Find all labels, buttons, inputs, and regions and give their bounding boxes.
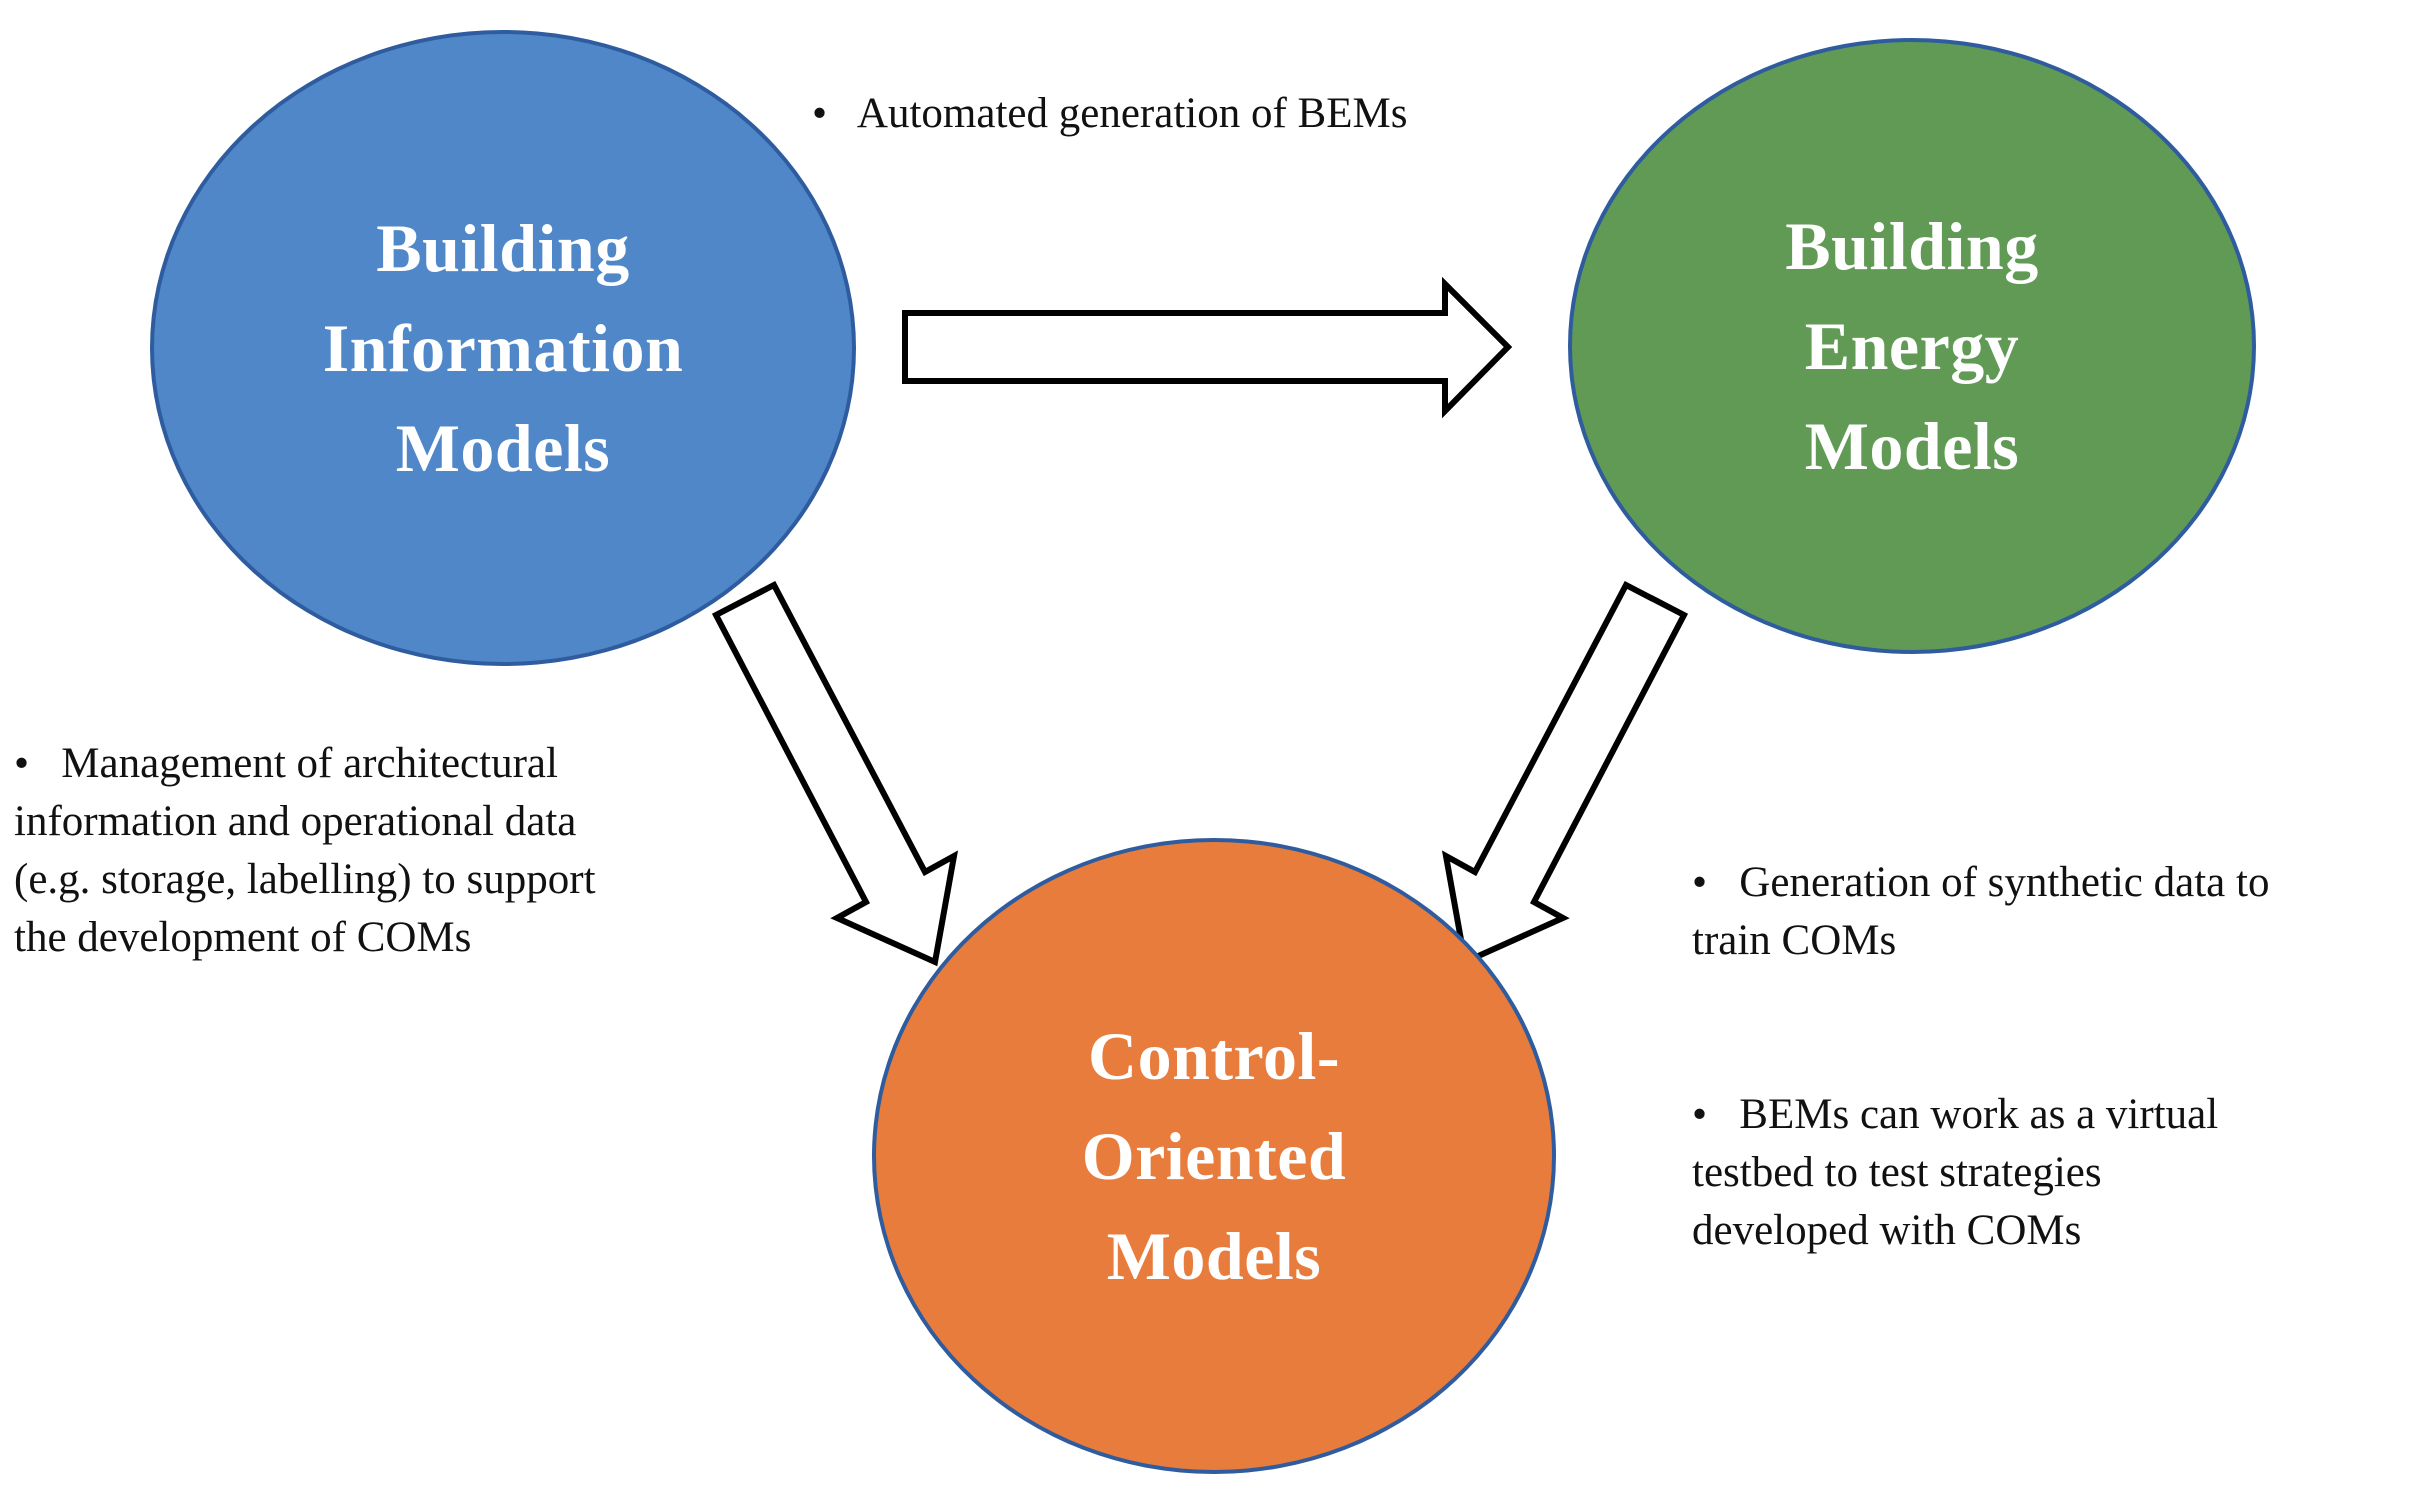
arrow-bem-to-com-icon (1441, 580, 1689, 967)
node-building-energy-models: Building Energy Models (1568, 38, 2256, 654)
node-label-building-energy-models: Building Energy Models (1785, 208, 2039, 484)
annotation-management-of-architectural-information: • Management of architectural informatio… (14, 740, 596, 961)
annotation-item-bems-virtual-testbed: • BEMs can work as a virtual testbed to … (1692, 1091, 2219, 1254)
node-control-oriented-models: Control- Oriented Models (872, 838, 1556, 1474)
annotation-automated-generation-of-bems: • Automated generation of BEMs (812, 90, 1408, 137)
node-building-information-models: Building Information Models (150, 30, 856, 666)
node-label-control-oriented-models: Control- Oriented Models (1081, 1018, 1347, 1294)
arrow-bim-to-bem-icon (902, 276, 1513, 419)
annotation-bem-benefits-list: • Generation of synthetic data to train … (1692, 738, 2412, 1376)
arrow-bim-to-com-icon (711, 580, 959, 967)
node-label-building-information-models: Building Information Models (322, 210, 684, 486)
annotation-item-generation-of-synthetic-data: • Generation of synthetic data to train … (1692, 859, 2270, 964)
